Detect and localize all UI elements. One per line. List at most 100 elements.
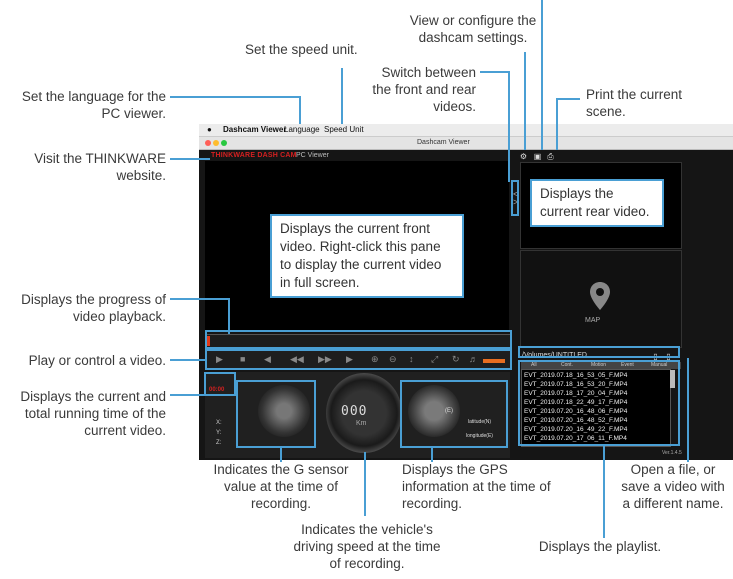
list-item[interactable]: EVT_2019.07.18_16_53_20_F.MP4 xyxy=(524,381,628,388)
gps-highlight xyxy=(400,380,508,448)
connector xyxy=(299,96,301,124)
filter-event[interactable]: Event xyxy=(621,362,634,368)
settings-gear-icon[interactable]: ⚙ xyxy=(519,152,528,161)
callout-gps: Displays the GPS information at the time… xyxy=(402,462,551,511)
map-pin-icon xyxy=(590,282,610,310)
list-item[interactable]: EVT_2019.07.20_17_06_11_F.MP4 xyxy=(524,435,627,442)
speedometer xyxy=(326,373,402,453)
axis-x-label: X: xyxy=(216,420,222,426)
zoom-out-icon[interactable]: ⊖ xyxy=(389,354,397,364)
connector xyxy=(170,96,300,98)
callout-speed: Indicates the vehicle's driving speed at… xyxy=(293,522,441,571)
thinkware-logo-link[interactable]: THINKWARE DASH CAM xyxy=(211,152,297,159)
playback-controls: ▶ ■ ◀ ◀◀ ▶▶ ▶ ⊕ ⊖ ↕ ⤢ ↻ ♬ xyxy=(206,350,510,368)
callout-gsensor: Indicates the G sensor value at the time… xyxy=(213,462,349,511)
callout-playlist: Displays the playlist. xyxy=(538,539,662,554)
switch-camera-icon[interactable]: ▣ xyxy=(533,152,542,161)
volume-icon[interactable]: ♬ xyxy=(469,354,478,364)
list-item[interactable]: EVT_2019.07.20_16_48_52_F.MP4 xyxy=(524,417,628,424)
actual-size-icon[interactable]: ↕ xyxy=(409,354,414,364)
connector xyxy=(431,448,433,462)
latitude-label: latitude(N) xyxy=(468,419,492,425)
filter-manual[interactable]: Manual xyxy=(651,362,668,368)
play-icon[interactable]: ▶ xyxy=(216,354,223,364)
connector xyxy=(480,71,510,73)
list-item[interactable]: EVT_2019.07.20_16_48_06_F.MP4 xyxy=(524,408,628,415)
pc-viewer-label: PC Viewer xyxy=(296,152,329,159)
connector xyxy=(170,298,228,300)
next-frame-icon[interactable]: ▶ xyxy=(346,354,353,364)
g-sensor-axes: X: Y: Z: xyxy=(216,418,222,448)
speed-unit-label: Km xyxy=(356,420,367,427)
version-label: Ver.1.4.5 xyxy=(662,450,682,456)
list-item[interactable]: EVT_2019.07.20_16_49_22_F.MP4 xyxy=(524,426,628,433)
callout-speed-unit: Set the speed unit. xyxy=(245,42,358,57)
map-pane[interactable] xyxy=(520,250,682,348)
close-window-button[interactable] xyxy=(205,140,211,146)
time-display: 00:00 xyxy=(209,387,225,393)
axis-z-label: Z: xyxy=(216,440,222,446)
connector xyxy=(341,68,343,124)
connector xyxy=(603,446,605,538)
apple-icon[interactable]: ● xyxy=(207,125,212,134)
switch-highlight xyxy=(511,180,519,216)
longitude-label: longitude(E) xyxy=(466,433,493,439)
connector xyxy=(508,71,510,182)
callout-print: Print the current scene. xyxy=(586,87,683,119)
connector xyxy=(524,52,526,150)
list-item[interactable]: EVT_2019.07.18_22_49_17_F.MP4 xyxy=(524,399,628,406)
menu-speed-unit[interactable]: Speed Unit xyxy=(324,125,364,134)
g-sensor-gauge xyxy=(258,385,310,437)
connector xyxy=(170,359,206,361)
rotate-icon[interactable]: ↻ xyxy=(452,354,460,364)
zoom-in-icon[interactable]: ⊕ xyxy=(371,354,379,364)
folder-path: /Volumes/UNTITLED xyxy=(522,352,587,359)
connector xyxy=(280,448,282,462)
callout-play: Play or control a video. xyxy=(28,353,166,368)
connector xyxy=(170,158,210,160)
menu-app-name[interactable]: Dashcam Viewer xyxy=(223,125,287,134)
filter-all[interactable]: All xyxy=(531,362,537,368)
filter-motion[interactable]: Motion xyxy=(591,362,607,368)
gsensor-highlight xyxy=(236,380,316,448)
callout-rear-video: Displays the current rear video. xyxy=(530,179,664,227)
connector xyxy=(170,394,206,396)
playlist-scrollbar[interactable] xyxy=(670,370,675,388)
fullscreen-icon[interactable]: ⤢ xyxy=(431,354,439,364)
playlist: EVT_2019.07.18_16_53_05_F.MP4 EVT_2019.0… xyxy=(521,369,671,447)
expand-arrows-icon[interactable]: <> xyxy=(513,189,519,207)
minimize-window-button[interactable] xyxy=(213,140,219,146)
filter-continuous[interactable]: Cont. xyxy=(561,362,573,368)
window-titlebar: Dashcam Viewer xyxy=(199,137,733,150)
rewind-icon[interactable]: ◀◀ xyxy=(290,354,304,364)
callout-progress: Displays the progress of video playback. xyxy=(21,292,166,324)
volume-slider[interactable] xyxy=(483,359,505,363)
list-item[interactable]: EVT_2019.07.18_16_53_05_F.MP4 xyxy=(524,372,628,379)
window-title: Dashcam Viewer xyxy=(417,139,470,146)
gps-compass xyxy=(408,385,460,437)
callout-switch: Switch between the front and rear videos… xyxy=(372,65,476,114)
progress-fill xyxy=(207,336,210,346)
menu-bar: ● Dashcam Viewer Language Speed Unit xyxy=(199,124,733,137)
stop-icon[interactable]: ■ xyxy=(240,354,246,364)
path-highlight xyxy=(518,346,680,358)
zoom-window-button[interactable] xyxy=(221,140,227,146)
playlist-filter-tabs: All Cont. Motion Event Manual xyxy=(521,362,681,369)
connector xyxy=(541,0,543,150)
time-highlight xyxy=(204,372,236,396)
callout-settings: View or configure the dashcam settings. xyxy=(409,13,537,45)
progress-highlight xyxy=(205,330,512,349)
callout-language: Set the language for the PC viewer. xyxy=(21,89,166,121)
connector xyxy=(556,98,558,150)
print-icon[interactable]: ⎙ xyxy=(547,152,554,161)
speed-value: 000 xyxy=(341,404,368,419)
callout-website: Visit the THINKWARE website. xyxy=(34,151,166,183)
playlist-highlight xyxy=(518,360,680,446)
menu-language[interactable]: Language xyxy=(284,125,320,134)
callout-time: Displays the current and total running t… xyxy=(20,389,166,438)
callout-open-file: Open a file, or save a video with a diff… xyxy=(621,462,725,511)
fast-forward-icon[interactable]: ▶▶ xyxy=(318,354,332,364)
list-item[interactable]: EVT_2019.07.18_17_20_04_F.MP4 xyxy=(524,390,628,397)
prev-frame-icon[interactable]: ◀ xyxy=(264,354,271,364)
axis-y-label: Y: xyxy=(216,430,222,436)
